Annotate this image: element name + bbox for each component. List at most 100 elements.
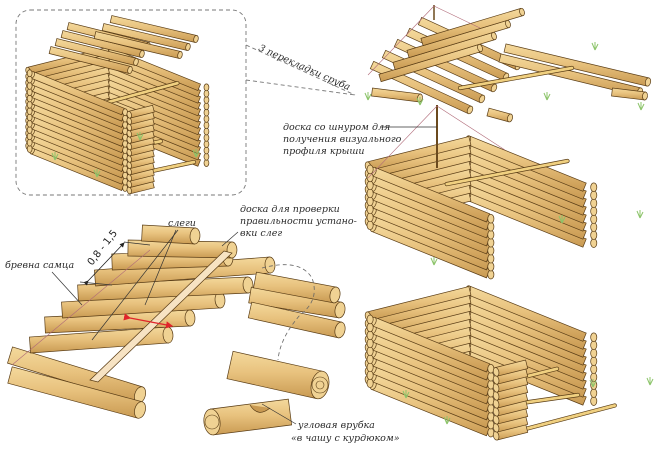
corner-log-end <box>590 372 598 382</box>
corner-log-end <box>590 182 598 193</box>
corner-log-end <box>26 138 33 147</box>
log-end <box>334 301 346 319</box>
corner-log-end <box>366 188 374 199</box>
corner-log-end <box>26 113 33 122</box>
log <box>492 399 529 417</box>
mid-right-cabin-illustration <box>364 135 598 280</box>
corner-log-end <box>590 222 598 232</box>
grass-tuft <box>646 377 654 386</box>
log-end <box>242 276 254 294</box>
grass-tuft <box>93 169 101 178</box>
label-board-string-2: получения визуального <box>283 134 402 145</box>
corner-log-end <box>590 206 598 216</box>
log-end <box>519 7 525 17</box>
corner-log-end <box>366 180 374 191</box>
log-end <box>177 51 183 59</box>
grass-tuft <box>402 390 410 399</box>
corner-log-end <box>203 121 210 130</box>
bowl-notch <box>249 404 271 413</box>
log <box>486 107 513 123</box>
corner-log-end <box>366 362 374 373</box>
corner-log-end <box>203 127 210 136</box>
log <box>126 136 155 151</box>
corner-log-end <box>26 94 33 103</box>
growth-ring <box>315 380 325 390</box>
grass-tuft <box>136 132 144 141</box>
corner-log-end <box>203 115 210 123</box>
corner-log-end <box>26 75 33 84</box>
grass-tufts <box>51 42 654 425</box>
log <box>93 31 183 59</box>
corner-log-end <box>590 190 598 200</box>
label-three-crossbars: 3 перекладки сруба <box>257 43 352 93</box>
log-end <box>490 83 498 93</box>
log-end <box>134 401 146 419</box>
log <box>126 155 155 170</box>
corner-log-end <box>487 253 495 264</box>
leader-gable-logs <box>51 271 83 306</box>
corner-log-end <box>203 83 210 92</box>
grass-tuft <box>430 257 438 266</box>
log <box>109 15 199 43</box>
corner-log-end <box>487 269 495 280</box>
roof-profile-board <box>367 5 506 179</box>
grass-tuft <box>637 102 645 111</box>
log <box>492 415 529 433</box>
log <box>7 366 146 419</box>
log-end <box>507 113 513 123</box>
corner-log-end <box>203 133 210 142</box>
corner-log-end <box>590 364 598 374</box>
log-end <box>334 321 346 339</box>
corner-log-end <box>26 107 33 115</box>
log <box>126 161 155 176</box>
log <box>492 423 529 441</box>
crossbar <box>458 66 574 90</box>
dimension-ext-1 <box>79 281 113 286</box>
log <box>248 286 346 319</box>
corner-log-end <box>203 140 210 148</box>
top-right-cabin-illustration <box>369 7 652 123</box>
gable-detail-illustration <box>7 224 346 419</box>
corner-log-end <box>203 102 210 111</box>
label-check-board-2: правильности устано- <box>240 216 357 227</box>
string-right <box>436 105 506 151</box>
corner-log-end <box>590 332 598 343</box>
grass-tuft <box>51 152 59 161</box>
corner-log-end <box>203 159 210 167</box>
string-left <box>367 105 438 179</box>
top-string-left <box>367 5 435 76</box>
corner-log-end <box>26 145 33 153</box>
corner-log-end <box>487 261 495 272</box>
label-check-board-1: доска для проверки <box>240 204 340 215</box>
crossbar <box>513 404 617 434</box>
inset-frame <box>15 9 356 196</box>
growth-ring <box>311 376 329 394</box>
corner-log-end <box>366 322 374 333</box>
corner-log-end <box>26 88 33 97</box>
grass-tuft <box>364 92 372 101</box>
corner-log-end <box>487 229 495 240</box>
corner-log-end <box>487 245 495 256</box>
corner-log-end <box>203 152 210 161</box>
gable-string <box>11 249 151 366</box>
corner-log-end <box>590 340 598 350</box>
label-corner-joint-2: «в чашу с курдюком» <box>291 433 400 444</box>
corner-log-end <box>366 220 374 231</box>
log-body <box>371 87 421 103</box>
log <box>54 38 139 66</box>
callout-line-bottom <box>245 79 356 96</box>
log-end <box>185 43 191 51</box>
bottom-right-cabin-illustration <box>364 285 617 441</box>
corner-log-end <box>26 82 33 90</box>
log <box>226 350 330 400</box>
corner-log-end <box>366 346 374 357</box>
corner-log-end <box>203 146 210 155</box>
corner-log-end <box>366 172 374 183</box>
leader-corner-joint <box>261 403 297 425</box>
log <box>492 359 529 377</box>
log <box>253 271 341 304</box>
corner-log-end <box>366 212 374 223</box>
grass-tuft <box>192 149 200 158</box>
log-body <box>226 350 324 400</box>
label-board-string-3: профиля крыши <box>283 146 364 157</box>
